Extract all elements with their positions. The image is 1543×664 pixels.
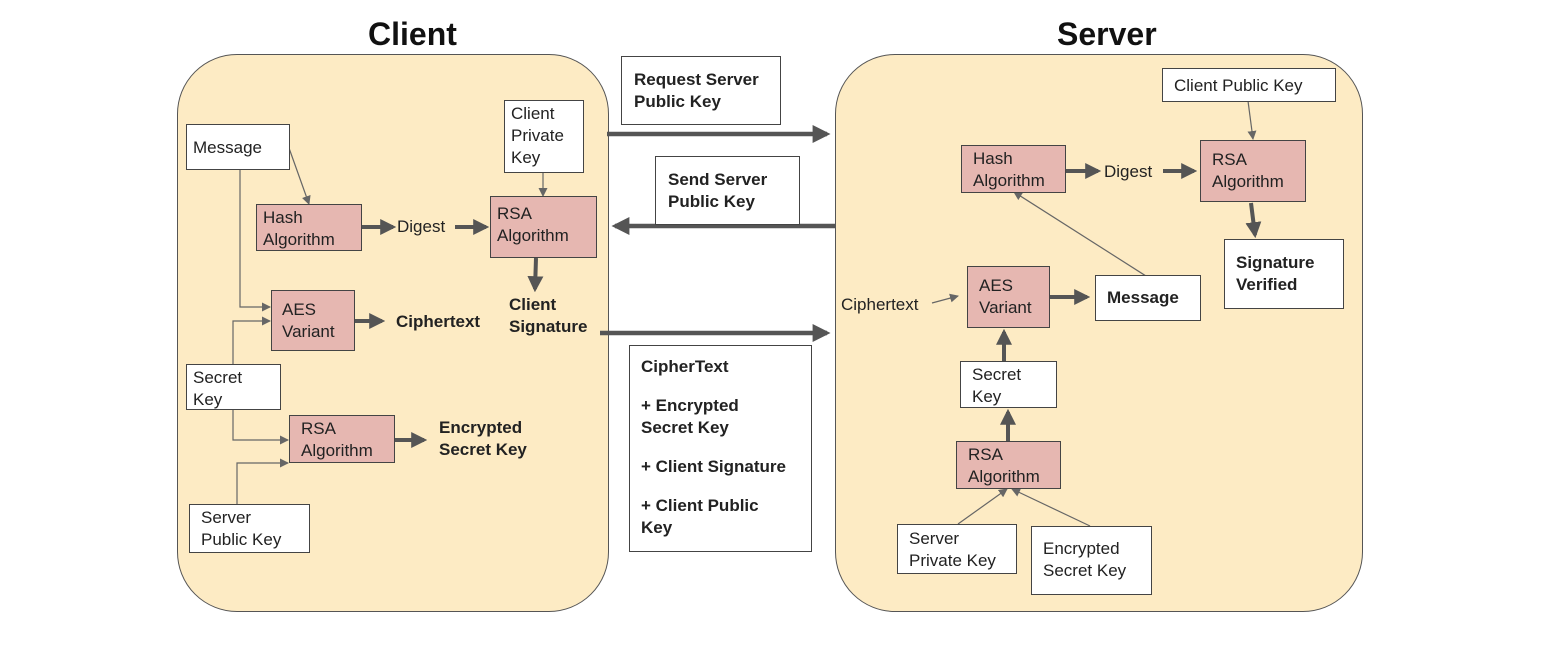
client-private-key-line-2: Private bbox=[511, 126, 564, 145]
client-aes-variant-box: AES Variant bbox=[271, 290, 355, 351]
client-aes-line-2: Variant bbox=[282, 322, 335, 341]
client-rsa-sign-line-1: RSA bbox=[497, 204, 532, 223]
server-aes-variant-box: AES Variant bbox=[967, 266, 1050, 328]
server-private-key-line-2: Private Key bbox=[909, 551, 996, 570]
client-rsa-encrypt-box: RSA Algorithm bbox=[289, 415, 395, 463]
client-encrypted-key-line-1: Encrypted bbox=[439, 418, 523, 437]
server-message-label: Message bbox=[1107, 288, 1179, 307]
server-hash-algorithm-box: Hash Algorithm bbox=[961, 145, 1066, 193]
client-hash-algorithm-box: Hash Algorithm bbox=[256, 204, 362, 251]
payload-public-key-line-1: + Client Public bbox=[641, 496, 759, 515]
client-rsa-encrypt-line-2: Algorithm bbox=[301, 441, 373, 460]
server-encrypted-key-line-2: Secret Key bbox=[1043, 561, 1127, 580]
request-line-2: Public Key bbox=[634, 92, 721, 111]
client-server-public-key-line-2: Public Key bbox=[201, 530, 282, 549]
client-digest-label: Digest bbox=[397, 217, 446, 236]
server-rsa-verify-line-1: RSA bbox=[1212, 150, 1247, 169]
server-rsa-verify-line-2: Algorithm bbox=[1212, 172, 1284, 191]
server-secret-key-line-2: Key bbox=[972, 387, 1002, 406]
client-secret-key-line-2: Key bbox=[193, 390, 223, 409]
client-signature-label: Client Signature bbox=[509, 294, 587, 338]
client-secret-key-line-1: Secret bbox=[193, 368, 243, 387]
server-rsa-decrypt-box: RSA Algorithm bbox=[956, 441, 1061, 489]
server-encrypted-key-line-1: Encrypted bbox=[1043, 539, 1120, 558]
server-encrypted-key-box: Encrypted Secret Key bbox=[1031, 526, 1152, 595]
server-aes-line-1: AES bbox=[979, 276, 1014, 295]
signature-verified-box: Signature Verified bbox=[1224, 239, 1344, 309]
server-message-box: Message bbox=[1095, 275, 1201, 321]
client-rsa-sign-box: RSA Algorithm bbox=[490, 196, 597, 258]
client-private-key-line-3: Key bbox=[511, 148, 541, 167]
client-encrypted-key-label: Encrypted Secret Key bbox=[439, 417, 527, 461]
client-signature-line-1: Client bbox=[509, 295, 557, 314]
server-rsa-verify-box: RSA Algorithm bbox=[1200, 140, 1306, 202]
server-aes-line-2: Variant bbox=[979, 298, 1032, 317]
signature-verified-line-1: Signature bbox=[1236, 253, 1315, 272]
request-line-1: Request Server bbox=[634, 70, 759, 89]
client-hash-line-2: Algorithm bbox=[263, 230, 335, 249]
client-hash-line-1: Hash bbox=[263, 208, 303, 227]
send-server-key-box: Send Server Public Key bbox=[655, 156, 800, 225]
client-rsa-sign-line-2: Algorithm bbox=[497, 226, 569, 245]
server-client-public-key-label: Client Public Key bbox=[1174, 76, 1303, 95]
server-title: Server bbox=[1057, 16, 1157, 52]
server-rsa-decrypt-line-1: RSA bbox=[968, 445, 1003, 464]
client-private-key-line-1: Client bbox=[511, 104, 555, 123]
client-message-box: Message bbox=[186, 124, 290, 170]
client-secret-key-box: Secret Key bbox=[186, 364, 281, 410]
payload-signature: + Client Signature bbox=[641, 457, 786, 476]
send-line-1: Send Server bbox=[668, 170, 768, 189]
server-hash-line-1: Hash bbox=[973, 149, 1013, 168]
client-aes-line-1: AES bbox=[282, 300, 317, 319]
server-rsa-decrypt-line-2: Algorithm bbox=[968, 467, 1040, 486]
server-private-key-line-1: Server bbox=[909, 529, 960, 548]
server-private-key-box: Server Private Key bbox=[897, 524, 1017, 574]
payload-box: CipherText + Encrypted Secret Key + Clie… bbox=[629, 345, 812, 552]
server-client-public-key-box: Client Public Key bbox=[1162, 68, 1336, 102]
client-ciphertext-label: Ciphertext bbox=[396, 312, 481, 331]
server-secret-key-box: Secret Key bbox=[960, 361, 1057, 408]
client-encrypted-key-line-2: Secret Key bbox=[439, 440, 527, 459]
signature-verified-line-2: Verified bbox=[1236, 275, 1298, 294]
client-signature-line-2: Signature bbox=[509, 317, 588, 336]
payload-ciphertext: CipherText bbox=[641, 357, 729, 376]
server-digest-label: Digest bbox=[1104, 162, 1153, 181]
request-server-key-box: Request Server Public Key bbox=[621, 56, 781, 125]
client-rsa-encrypt-line-1: RSA bbox=[301, 419, 336, 438]
server-ciphertext-label: Ciphertext bbox=[841, 295, 919, 314]
payload-encrypted-key-line-2: Secret Key bbox=[641, 418, 729, 437]
send-line-2: Public Key bbox=[668, 192, 755, 211]
client-title: Client bbox=[368, 16, 457, 52]
client-server-public-key-line-1: Server bbox=[201, 508, 252, 527]
client-private-key-box: Client Private Key bbox=[504, 100, 584, 173]
client-message-label: Message bbox=[193, 138, 262, 157]
payload-encrypted-key-line-1: + Encrypted bbox=[641, 396, 739, 415]
payload-public-key-line-2: Key bbox=[641, 518, 673, 537]
client-server-public-key-box: Server Public Key bbox=[189, 504, 310, 553]
server-hash-line-2: Algorithm bbox=[973, 171, 1045, 190]
server-secret-key-line-1: Secret bbox=[972, 365, 1022, 384]
